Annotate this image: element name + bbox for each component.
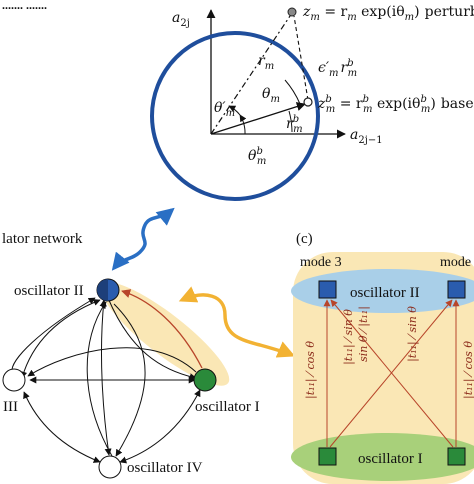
oscillator-network-panel: lator network oscillator II oscillator I… <box>2 231 260 479</box>
left-vertical-label: |t₁₁| ⁄ cos θ <box>304 341 318 399</box>
edge-3-4 <box>23 391 101 463</box>
edge-3-1-arc <box>27 347 197 377</box>
mode-3-square <box>318 280 337 299</box>
diag-label-3: |t₁₁| ⁄ sin θ <box>406 306 420 362</box>
mode-3-label: mode 3 <box>300 255 342 270</box>
mode-1-square <box>318 447 337 466</box>
theta-m-prime-label: θ′m <box>214 100 235 119</box>
panel-c-label: (c) <box>296 231 313 247</box>
edge-4-2-inner <box>86 301 113 457</box>
perturbed-vector <box>210 12 293 135</box>
oscillator-I-label: oscillator I <box>195 399 260 415</box>
diag-label-2: sin θ ⁄ |t₁₁| <box>357 306 371 362</box>
angle-arc-prime <box>228 105 241 116</box>
oscillator-IV-label: oscillator IV <box>127 460 203 476</box>
phase-circle <box>150 31 320 201</box>
edge-2-3 <box>20 299 101 379</box>
edge-3-2-outer <box>11 297 96 373</box>
edge-2-4 <box>99 299 112 456</box>
epsilon-vector <box>293 15 309 101</box>
angle-arc-b <box>239 114 247 135</box>
perturbed-equation: zm = rm exp(iθm)perturbed <box>302 4 474 23</box>
header-fragment: ....... ....... <box>2 0 47 12</box>
oscillator-III-node <box>2 368 26 392</box>
complex-plane-panel: ....... ....... a2j a2j−1 zm = rm exp(iθ… <box>2 0 474 201</box>
edge-4-2-right <box>113 303 146 457</box>
mode-4-square <box>447 280 466 299</box>
y-axis-label: a2j <box>172 10 190 29</box>
x-axis-label: a2j−1 <box>350 127 383 146</box>
network-edges <box>11 297 201 464</box>
right-vertical-label: |t₁₁| ⁄ cos θ <box>462 341 474 399</box>
mode-2-square <box>447 447 466 466</box>
angle-arc-m <box>284 79 301 105</box>
top-ellipse-label: oscillator II <box>350 285 420 301</box>
edge-2-1-inner <box>107 297 197 381</box>
baseline-point <box>303 97 313 107</box>
mode-coupling-panel: (c) mode 3 mode oscillator II oscillator… <box>291 231 474 484</box>
theta-m-label: θm <box>262 86 280 105</box>
baseline-vector <box>210 102 306 135</box>
oscillator-II-node-shade <box>97 279 108 301</box>
coupling-1-4 <box>329 299 453 448</box>
perturbed-point <box>287 7 297 17</box>
bottom-ellipse-label: oscillator I <box>358 451 423 467</box>
diag-label-1: |t₁₁| ⁄ sin θ <box>342 309 356 365</box>
oscillator-II-label: oscillator II <box>14 283 84 299</box>
r-m-label: rm <box>258 53 274 72</box>
edge-1-4 <box>119 389 201 464</box>
gold-squiggle-arrow <box>178 286 296 358</box>
coupling-2-3 <box>330 299 454 448</box>
oscillator-III-label: III <box>3 399 18 415</box>
oscillator-I-node <box>193 368 217 392</box>
coupling-arrows <box>323 299 460 448</box>
angle-arc-rb <box>288 110 293 133</box>
oscillator-IV-node <box>98 455 122 479</box>
network-title: lator network <box>2 231 83 247</box>
oscillator-I-ellipse <box>291 433 474 481</box>
blue-squiggle-arrow <box>111 207 175 271</box>
mode-4-label: mode <box>440 255 471 270</box>
